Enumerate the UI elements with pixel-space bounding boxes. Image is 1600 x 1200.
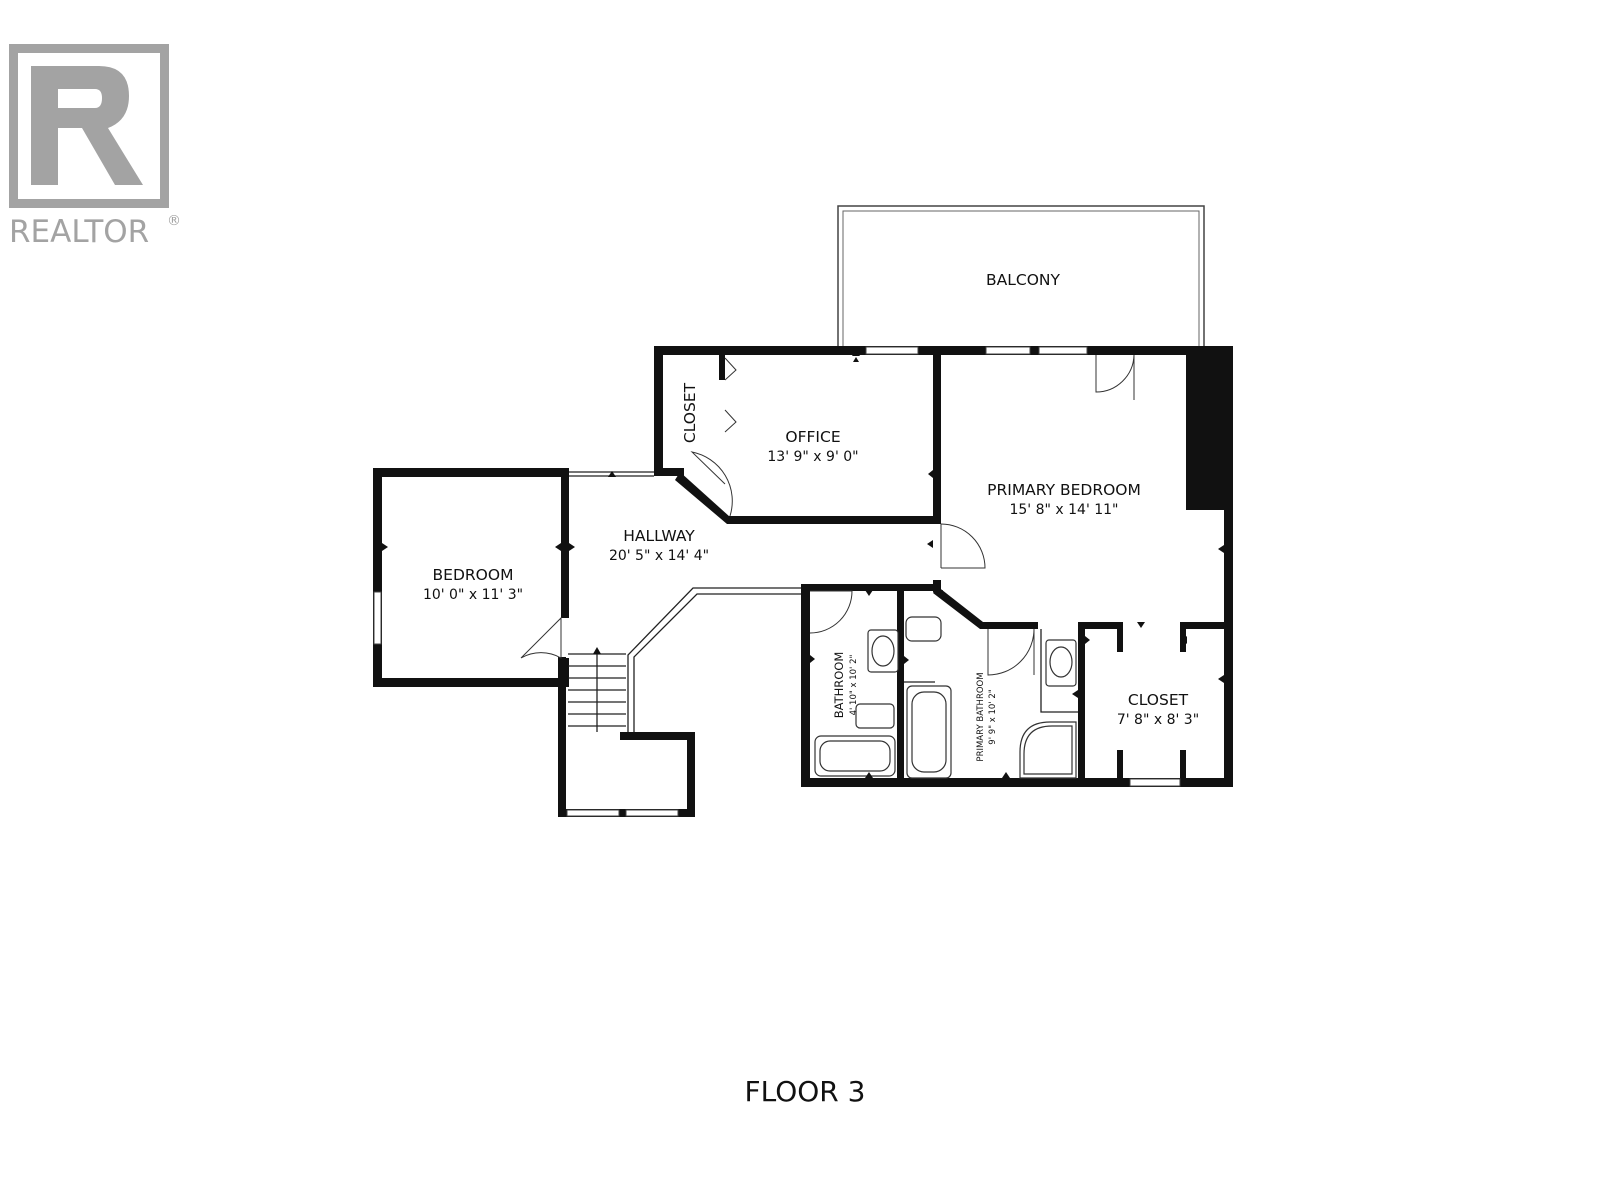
primary-bathroom-label: PRIMARY BATHROOM (976, 672, 986, 761)
realtor-logo-registered-mark: ® (167, 213, 181, 229)
primary-bathroom-dimensions: 9' 9" x 10' 2" (988, 689, 998, 744)
thin-walls (569, 471, 1078, 732)
office-closet-label: CLOSET (681, 382, 699, 443)
staircase (568, 647, 626, 732)
primary-bedroom-dimensions: 15' 8" x 14' 11" (1009, 502, 1118, 518)
balcony-outline (837, 205, 1205, 347)
primary-closet-dimensions: 7' 8" x 8' 3" (1117, 712, 1199, 728)
dimension-markers (382, 350, 1224, 778)
bathroom-fixtures (814, 616, 1077, 779)
bedroom-dimensions: 10' 0" x 11' 3" (423, 587, 523, 603)
bathroom-label: BATHROOM (832, 652, 846, 719)
realtor-logo-text: REALTOR (9, 214, 149, 250)
hallway-label: HALLWAY (623, 527, 695, 545)
floor-label: FLOOR 3 (745, 1075, 866, 1108)
balcony-label: BALCONY (986, 271, 1060, 289)
realtor-logo: REALTOR ® (9, 44, 181, 250)
office-dimensions: 13' 9" x 9' 0" (767, 449, 858, 465)
bedroom-label: BEDROOM (433, 566, 514, 584)
primary-closet-label: CLOSET (1128, 691, 1189, 709)
room-labels: BALCONY CLOSET OFFICE 13' 9" x 9' 0" PRI… (423, 271, 1199, 762)
office-label: OFFICE (785, 428, 840, 446)
exterior-walls (373, 346, 1233, 817)
primary-bedroom-label: PRIMARY BEDROOM (987, 481, 1141, 499)
doors (520, 354, 1135, 676)
windows (373, 346, 1181, 817)
interior-walls (654, 350, 1228, 783)
hallway-dimensions: 20' 5" x 14' 4" (609, 548, 709, 564)
bathroom-dimensions: 4' 10" x 10' 2" (849, 655, 859, 716)
